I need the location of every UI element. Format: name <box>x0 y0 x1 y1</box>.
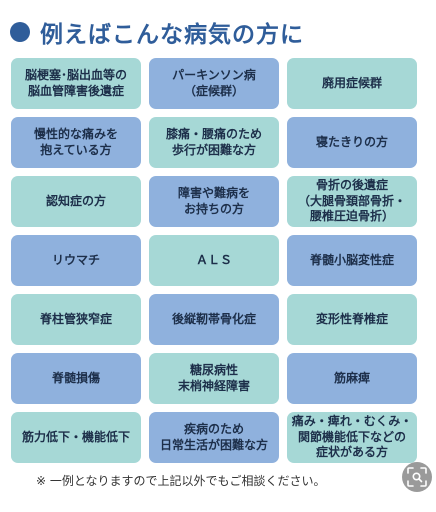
image-search-glyph <box>407 467 427 487</box>
image-search-icon[interactable] <box>402 462 432 492</box>
condition-cell: 慢性的な痛みを 抱えている方 <box>11 117 141 168</box>
condition-cell: 疾病のため 日常生活が困難な方 <box>149 412 279 463</box>
condition-cell: ＡＬＳ <box>149 235 279 286</box>
condition-cell: 膝痛・腰痛のため 歩行が困難な方 <box>149 117 279 168</box>
condition-cell: 変形性脊椎症 <box>287 294 417 345</box>
condition-cell: 脊柱管狭窄症 <box>11 294 141 345</box>
condition-cell: 痛み・痺れ・むくみ・ 関節機能低下などの 症状がある方 <box>287 412 417 463</box>
condition-cell: リウマチ <box>11 235 141 286</box>
condition-cell: 脳梗塞･脳出血等の 脳血管障害後遺症 <box>11 58 141 109</box>
condition-cell: パーキンソン病 （症候群） <box>149 58 279 109</box>
condition-cell: 障害や難病を お持ちの方 <box>149 176 279 227</box>
condition-cell: 脊髄小脳変性症 <box>287 235 417 286</box>
condition-cell: 脊髄損傷 <box>11 353 141 404</box>
condition-cell: 糖尿病性 末梢神経障害 <box>149 353 279 404</box>
condition-cell: 認知症の方 <box>11 176 141 227</box>
condition-cell: 廃用症候群 <box>287 58 417 109</box>
condition-cell: 筋麻痺 <box>287 353 417 404</box>
condition-cell: 後縦靭帯骨化症 <box>149 294 279 345</box>
condition-cell: 骨折の後遺症 （大腿骨頚部骨折・ 腰椎圧迫骨折） <box>287 176 417 227</box>
condition-grid: 脳梗塞･脳出血等の 脳血管障害後遺症 パーキンソン病 （症候群） 廃用症候群 慢… <box>11 58 417 463</box>
section-header: 例えばこんな病気の方に <box>10 14 304 50</box>
circle-bullet-icon <box>10 22 30 42</box>
section-title: 例えばこんな病気の方に <box>40 22 304 48</box>
footnote: ※ 一例となりますので上記以外でもご相談ください。 <box>36 474 326 488</box>
condition-cell: 寝たきりの方 <box>287 117 417 168</box>
condition-cell: 筋力低下・機能低下 <box>11 412 141 463</box>
